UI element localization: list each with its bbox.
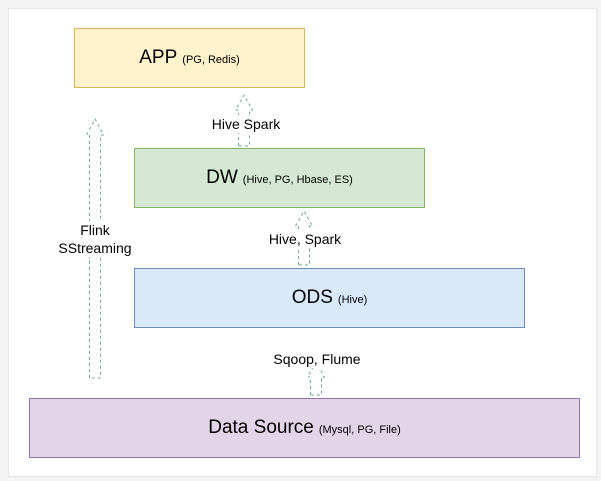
node-dw[interactable]: DW (Hive, PG, Hbase, ES): [134, 148, 425, 208]
node-ods[interactable]: ODS (Hive): [134, 268, 525, 328]
edge-label-source-to-app-line2: SStreaming: [58, 240, 132, 256]
node-ods-title: ODS: [291, 287, 333, 308]
node-dw-detail: (Hive, PG, Hbase, ES): [242, 174, 353, 186]
edge-label-dw-to-app: Hive Spark: [205, 115, 287, 133]
node-data-source[interactable]: Data Source (Mysql, PG, File): [29, 398, 580, 458]
edge-label-ods-to-dw: Hive, Spark: [262, 230, 348, 248]
node-app-detail: (PG, Redis): [182, 54, 240, 66]
edge-label-source-to-ods: Sqoop, Flume: [267, 350, 367, 368]
node-data-source-detail: (Mysql, PG, File): [318, 424, 401, 436]
node-app[interactable]: APP (PG, Redis): [74, 28, 305, 88]
edge-label-source-to-app-line1: Flink: [80, 222, 110, 238]
node-ods-detail: (Hive): [337, 294, 368, 306]
node-dw-title: DW: [206, 167, 238, 188]
node-app-title: APP: [139, 47, 178, 68]
node-data-source-title: Data Source: [208, 417, 314, 438]
arrow-source-to-ods: [306, 360, 326, 396]
edge-label-source-to-app: Flink SStreaming: [53, 221, 137, 257]
